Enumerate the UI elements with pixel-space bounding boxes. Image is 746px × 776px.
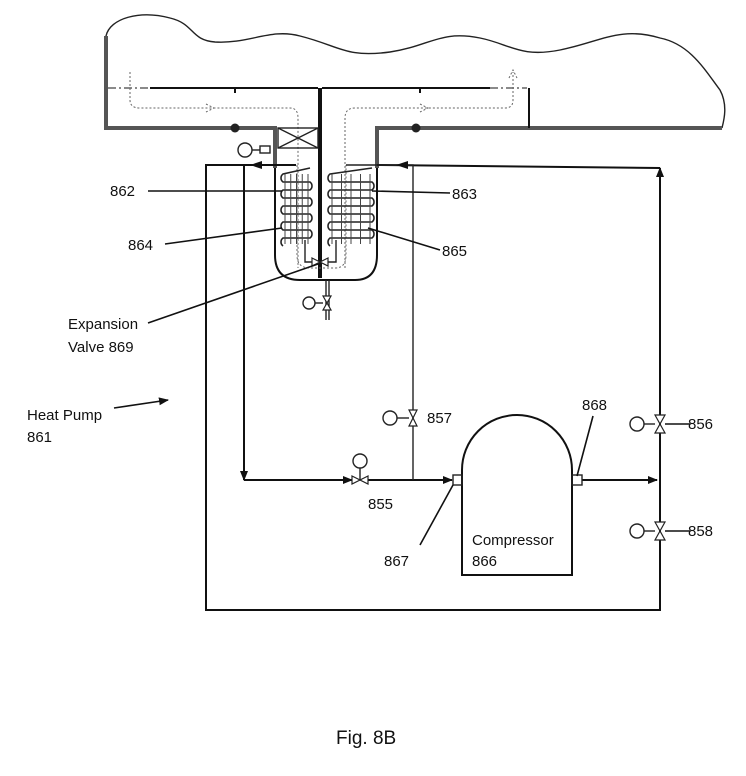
filter-box — [277, 127, 319, 149]
airflow-paths — [129, 68, 518, 268]
coil-863-865 — [327, 167, 375, 247]
valve-857-icon — [382, 409, 418, 427]
label-heat-pump-line1: Heat Pump — [27, 407, 102, 424]
leader-lines — [113, 190, 594, 546]
building-enclosure-outline — [105, 14, 726, 129]
label-868: 868 — [582, 397, 607, 414]
label-867: 867 — [384, 553, 409, 570]
label-865: 865 — [442, 243, 467, 260]
label-864: 864 — [128, 237, 153, 254]
label-857: 857 — [427, 410, 452, 427]
heat-exchanger-housing — [274, 168, 378, 281]
figure-caption: Fig. 8B — [336, 728, 396, 749]
valve-855-icon — [351, 453, 369, 485]
label-compressor-line2: 866 — [472, 553, 497, 570]
coil-tube — [327, 167, 375, 247]
valve-856-icon — [629, 414, 690, 434]
air-duct — [104, 36, 722, 278]
drain-valve-icon — [302, 280, 333, 320]
damper-joint-left — [230, 123, 240, 133]
outlet-port-868 — [571, 474, 583, 486]
label-862: 862 — [110, 183, 135, 200]
inlet-port-867 — [452, 474, 463, 486]
compressor-866 — [452, 414, 583, 576]
label-856: 856 — [688, 416, 713, 433]
label-expansion-valve-line2: Valve 869 — [68, 339, 134, 356]
label-expansion-valve-line1: Expansion — [68, 316, 138, 333]
label-heat-pump-line2: 861 — [27, 429, 52, 446]
valve-858-icon — [629, 521, 690, 541]
damper-joint-right — [411, 123, 421, 133]
label-855: 855 — [368, 496, 393, 513]
label-858: 858 — [688, 523, 713, 540]
coil-tube — [280, 167, 313, 247]
coil-862-864 — [280, 167, 313, 247]
label-863: 863 — [452, 186, 477, 203]
label-compressor-line1: Compressor — [472, 532, 554, 549]
filter-sensor-icon — [237, 142, 271, 158]
